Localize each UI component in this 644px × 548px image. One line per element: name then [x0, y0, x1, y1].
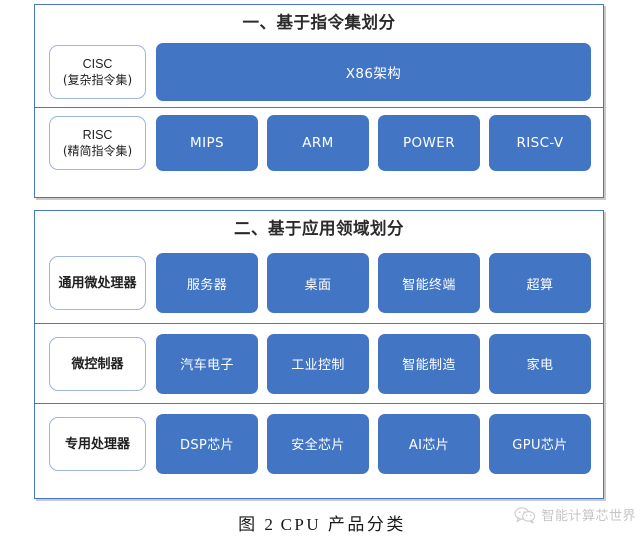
item-power[interactable]: POWER	[378, 114, 480, 171]
figure-caption: 图 2 CPU 产品分类	[0, 510, 644, 535]
item-smart-manufacturing[interactable]: 智能制造	[378, 333, 480, 394]
item-server[interactable]: 服务器	[156, 253, 258, 313]
items-cisc: X86架构	[156, 43, 591, 101]
item-security-chip[interactable]: 安全芯片	[267, 413, 369, 474]
item-dsp-chip[interactable]: DSP芯片	[156, 413, 258, 474]
item-gpu-chip[interactable]: GPU芯片	[489, 413, 591, 474]
item-risc-v[interactable]: RISC-V	[489, 114, 591, 171]
section-instruction-set: 一、基于指令集划分 CISC (复杂指令集) X86架构 RISC (精简指令集…	[34, 4, 604, 198]
item-desktop[interactable]: 桌面	[267, 253, 369, 313]
label-risc-line2: (精简指令集)	[62, 143, 133, 158]
item-ai-chip[interactable]: AI芯片	[378, 413, 480, 474]
row-cisc: CISC (复杂指令集) X86架构	[35, 37, 603, 107]
watermark-text: 智能计算芯世界	[541, 509, 636, 524]
item-smart-terminal[interactable]: 智能终端	[378, 253, 480, 313]
label-cisc-line2: (复杂指令集)	[62, 73, 133, 87]
item-arm[interactable]: ARM	[267, 114, 369, 171]
wechat-logo-icon	[514, 506, 536, 524]
label-mcu-line1: 微控制器	[71, 355, 124, 371]
label-box-dedicated-processor[interactable]: 专用处理器	[49, 416, 146, 471]
section-1-title: 一、基于指令集划分	[242, 13, 396, 32]
row-risc: RISC (精简指令集) MIPS ARM POWER RISC-V	[35, 107, 603, 177]
item-industrial-control[interactable]: 工业控制	[267, 333, 369, 394]
items-mcu: 汽车电子 工业控制 智能制造 家电	[156, 333, 591, 394]
caption-prefix: 图	[238, 515, 258, 534]
row-mcu: 微控制器 汽车电子 工业控制 智能制造 家电	[35, 323, 603, 403]
label-box-cisc[interactable]: CISC (复杂指令集)	[49, 45, 146, 99]
item-supercomputing[interactable]: 超算	[489, 253, 591, 313]
item-mips[interactable]: MIPS	[156, 114, 258, 171]
row-general-purpose-mpu: 通用微处理器 服务器 桌面 智能终端 超算	[35, 243, 603, 323]
item-home-appliance[interactable]: 家电	[489, 333, 591, 394]
row-dedicated-processor: 专用处理器 DSP芯片 安全芯片 AI芯片 GPU芯片	[35, 403, 603, 483]
label-box-general-purpose-mpu[interactable]: 通用微处理器	[49, 256, 146, 310]
items-dedicated-processor: DSP芯片 安全芯片 AI芯片 GPU芯片	[156, 413, 591, 474]
item-automotive-electronics[interactable]: 汽车电子	[156, 333, 258, 394]
label-box-risc[interactable]: RISC (精简指令集)	[49, 115, 146, 170]
items-risc: MIPS ARM POWER RISC-V	[156, 114, 591, 171]
section-2-title: 二、基于应用领域划分	[234, 219, 404, 238]
caption-number: 2	[264, 515, 274, 534]
label-cisc-line1: CISC	[82, 57, 113, 71]
item-x86[interactable]: X86架构	[156, 43, 591, 101]
label-dedicated-processor-line1: 专用处理器	[64, 435, 130, 451]
section-application-domain: 二、基于应用领域划分 通用微处理器 服务器 桌面 智能终端 超算 微控制器 汽车…	[34, 210, 604, 499]
label-box-mcu[interactable]: 微控制器	[49, 336, 146, 391]
items-general-purpose-mpu: 服务器 桌面 智能终端 超算	[156, 253, 591, 313]
caption-text: CPU 产品分类	[280, 515, 406, 534]
watermark-badge: 智能计算芯世界	[514, 505, 636, 524]
label-general-purpose-mpu-line1: 通用微处理器	[58, 275, 137, 290]
label-risc-line1: RISC	[82, 127, 113, 142]
